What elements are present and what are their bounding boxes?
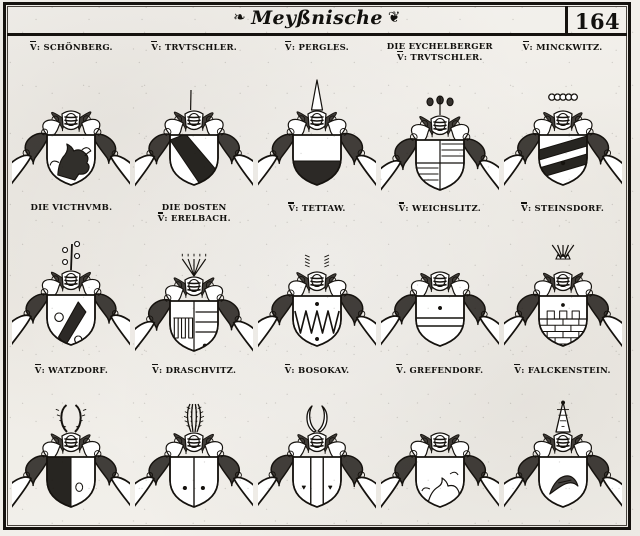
coat-of-arms-illustration [378,63,501,200]
arms-label-line: V: SCHÖNBERG. [30,41,113,53]
arms-label: V: PERGLES. [285,39,349,53]
arms-label-line: V: TETTAW. [288,202,346,215]
arms-label-line: V: STEINSDORF. [521,202,605,215]
coat-of-arms-illustration [133,224,256,361]
arms-label-line: V. GREFENDORF. [396,363,484,376]
arms-label: V: FALCKENSTEIN. [514,362,610,376]
page-header-band: ❧Meyßnische❦ 164 [7,6,627,36]
arms-label: DIE VICTHVMB. [30,200,112,213]
arms-cell: V: DRASCHVITZ. [133,362,256,523]
arms-cell: V: TETTAW. [256,200,379,361]
coat-of-arms-illustration [10,213,133,361]
shield-outline [292,456,342,509]
arms-label: V: DRASCHVITZ. [152,362,236,376]
arms-label-line: V: ERELBACH. [157,212,231,225]
coat-of-arms-illustration [10,376,133,523]
arms-label-line: V: WEICHSLITZ. [398,202,481,215]
arms-label: V: STEINSDORF. [521,200,604,214]
arms-cell: V: SCHÖNBERG. [10,39,133,200]
coat-of-arms-illustration [10,53,133,200]
page-bottom-rule [7,527,627,530]
page-title: ❧Meyßnische❦ [7,7,627,29]
page-number-box: 164 [565,6,627,36]
coat-of-arms-illustration [501,214,624,361]
coat-of-arms-illustration [378,376,501,523]
arms-label: V: BOSOKAV. [284,362,350,376]
arms-label: V: MINCKWITZ. [522,39,603,53]
von-abbreviation-icon: V [398,202,406,215]
arms-cell: V: STEINSDORF. [501,200,624,361]
page-border-inner-rule [7,6,627,526]
page-title-text: Meyßnische [251,7,383,29]
arms-cell: V: PERGLES. [256,39,379,200]
arms-cell: V: BOSOKAV. [256,362,379,523]
arms-label: V: WEICHSLITZ. [398,200,481,215]
arms-label: V. GREFENDORF. [396,362,483,376]
von-abbreviation-icon: V [522,41,530,53]
arms-cell: DIE VICTHVMB. [10,200,133,361]
arms-label-line: V: DRASCHVITZ. [152,363,237,376]
von-abbreviation-icon: V [396,363,404,376]
von-abbreviation-icon: V [34,363,42,376]
von-abbreviation-icon: V [157,212,165,225]
arms-label-line: DIE VICTHVMB. [30,203,113,214]
shield-outline [414,295,465,347]
arms-label-line: DIE EYCHELBERGER [386,42,493,52]
von-abbreviation-icon: V [284,363,292,376]
coat-of-arms-illustration [501,376,624,523]
arms-cell: V: MINCKWITZ. [501,39,624,200]
arms-label-line: V: TRVTSCHLER. [151,41,238,53]
arms-cell: V: FALCKENSTEIN. [501,362,624,523]
arms-label: V: TRVTSCHLER. [151,39,237,53]
von-abbreviation-icon: V [521,202,528,215]
coat-of-arms-illustration [501,53,624,200]
arms-cell: V: WATZDORF. [10,362,133,523]
arms-label: V: TETTAW. [288,200,345,214]
arms-label-line: V: FALCKENSTEIN. [514,363,611,376]
coat-of-arms-illustration [378,214,501,361]
arms-label-line: V: BOSOKAV. [284,363,350,376]
von-abbreviation-icon: V [151,41,159,53]
arms-label-line: V: PERGLES. [285,41,349,53]
von-abbreviation-icon: V [514,363,522,376]
arms-cell: V. GREFENDORF. [378,362,501,523]
arms-label-line: V: WATZDORF. [34,363,109,376]
coat-of-arms-illustration [133,53,256,200]
arms-label: V: WATZDORF. [34,362,109,376]
arms-label-line: V: TRVTSCHLER. [396,51,483,63]
coat-of-arms-illustration [256,376,379,523]
von-abbreviation-icon: V [152,363,159,376]
coat-of-arms-illustration [133,376,256,523]
coats-of-arms-grid: V: SCHÖNBERG. V: TRVTSCHLER. V: PERGLES. DI… [10,39,624,523]
arms-cell: V: WEICHSLITZ. [378,200,501,361]
coat-of-arms-illustration [256,53,379,200]
flourish-right-icon: ❦ [387,8,401,26]
arms-cell: V: TRVTSCHLER. [133,39,256,200]
arms-label-line: DIE DOSTEN [161,203,227,214]
von-abbreviation-icon: V [288,202,296,215]
von-abbreviation-icon: V [396,51,404,63]
von-abbreviation-icon: V [30,41,37,53]
arms-label: V: SCHÖNBERG. [30,39,113,53]
flourish-left-icon: ❧ [233,8,247,26]
von-abbreviation-icon: V [285,41,292,53]
page-number: 164 [574,8,621,34]
arms-label-line: V: MINCKWITZ. [522,41,603,53]
coat-of-arms-illustration [256,214,379,361]
